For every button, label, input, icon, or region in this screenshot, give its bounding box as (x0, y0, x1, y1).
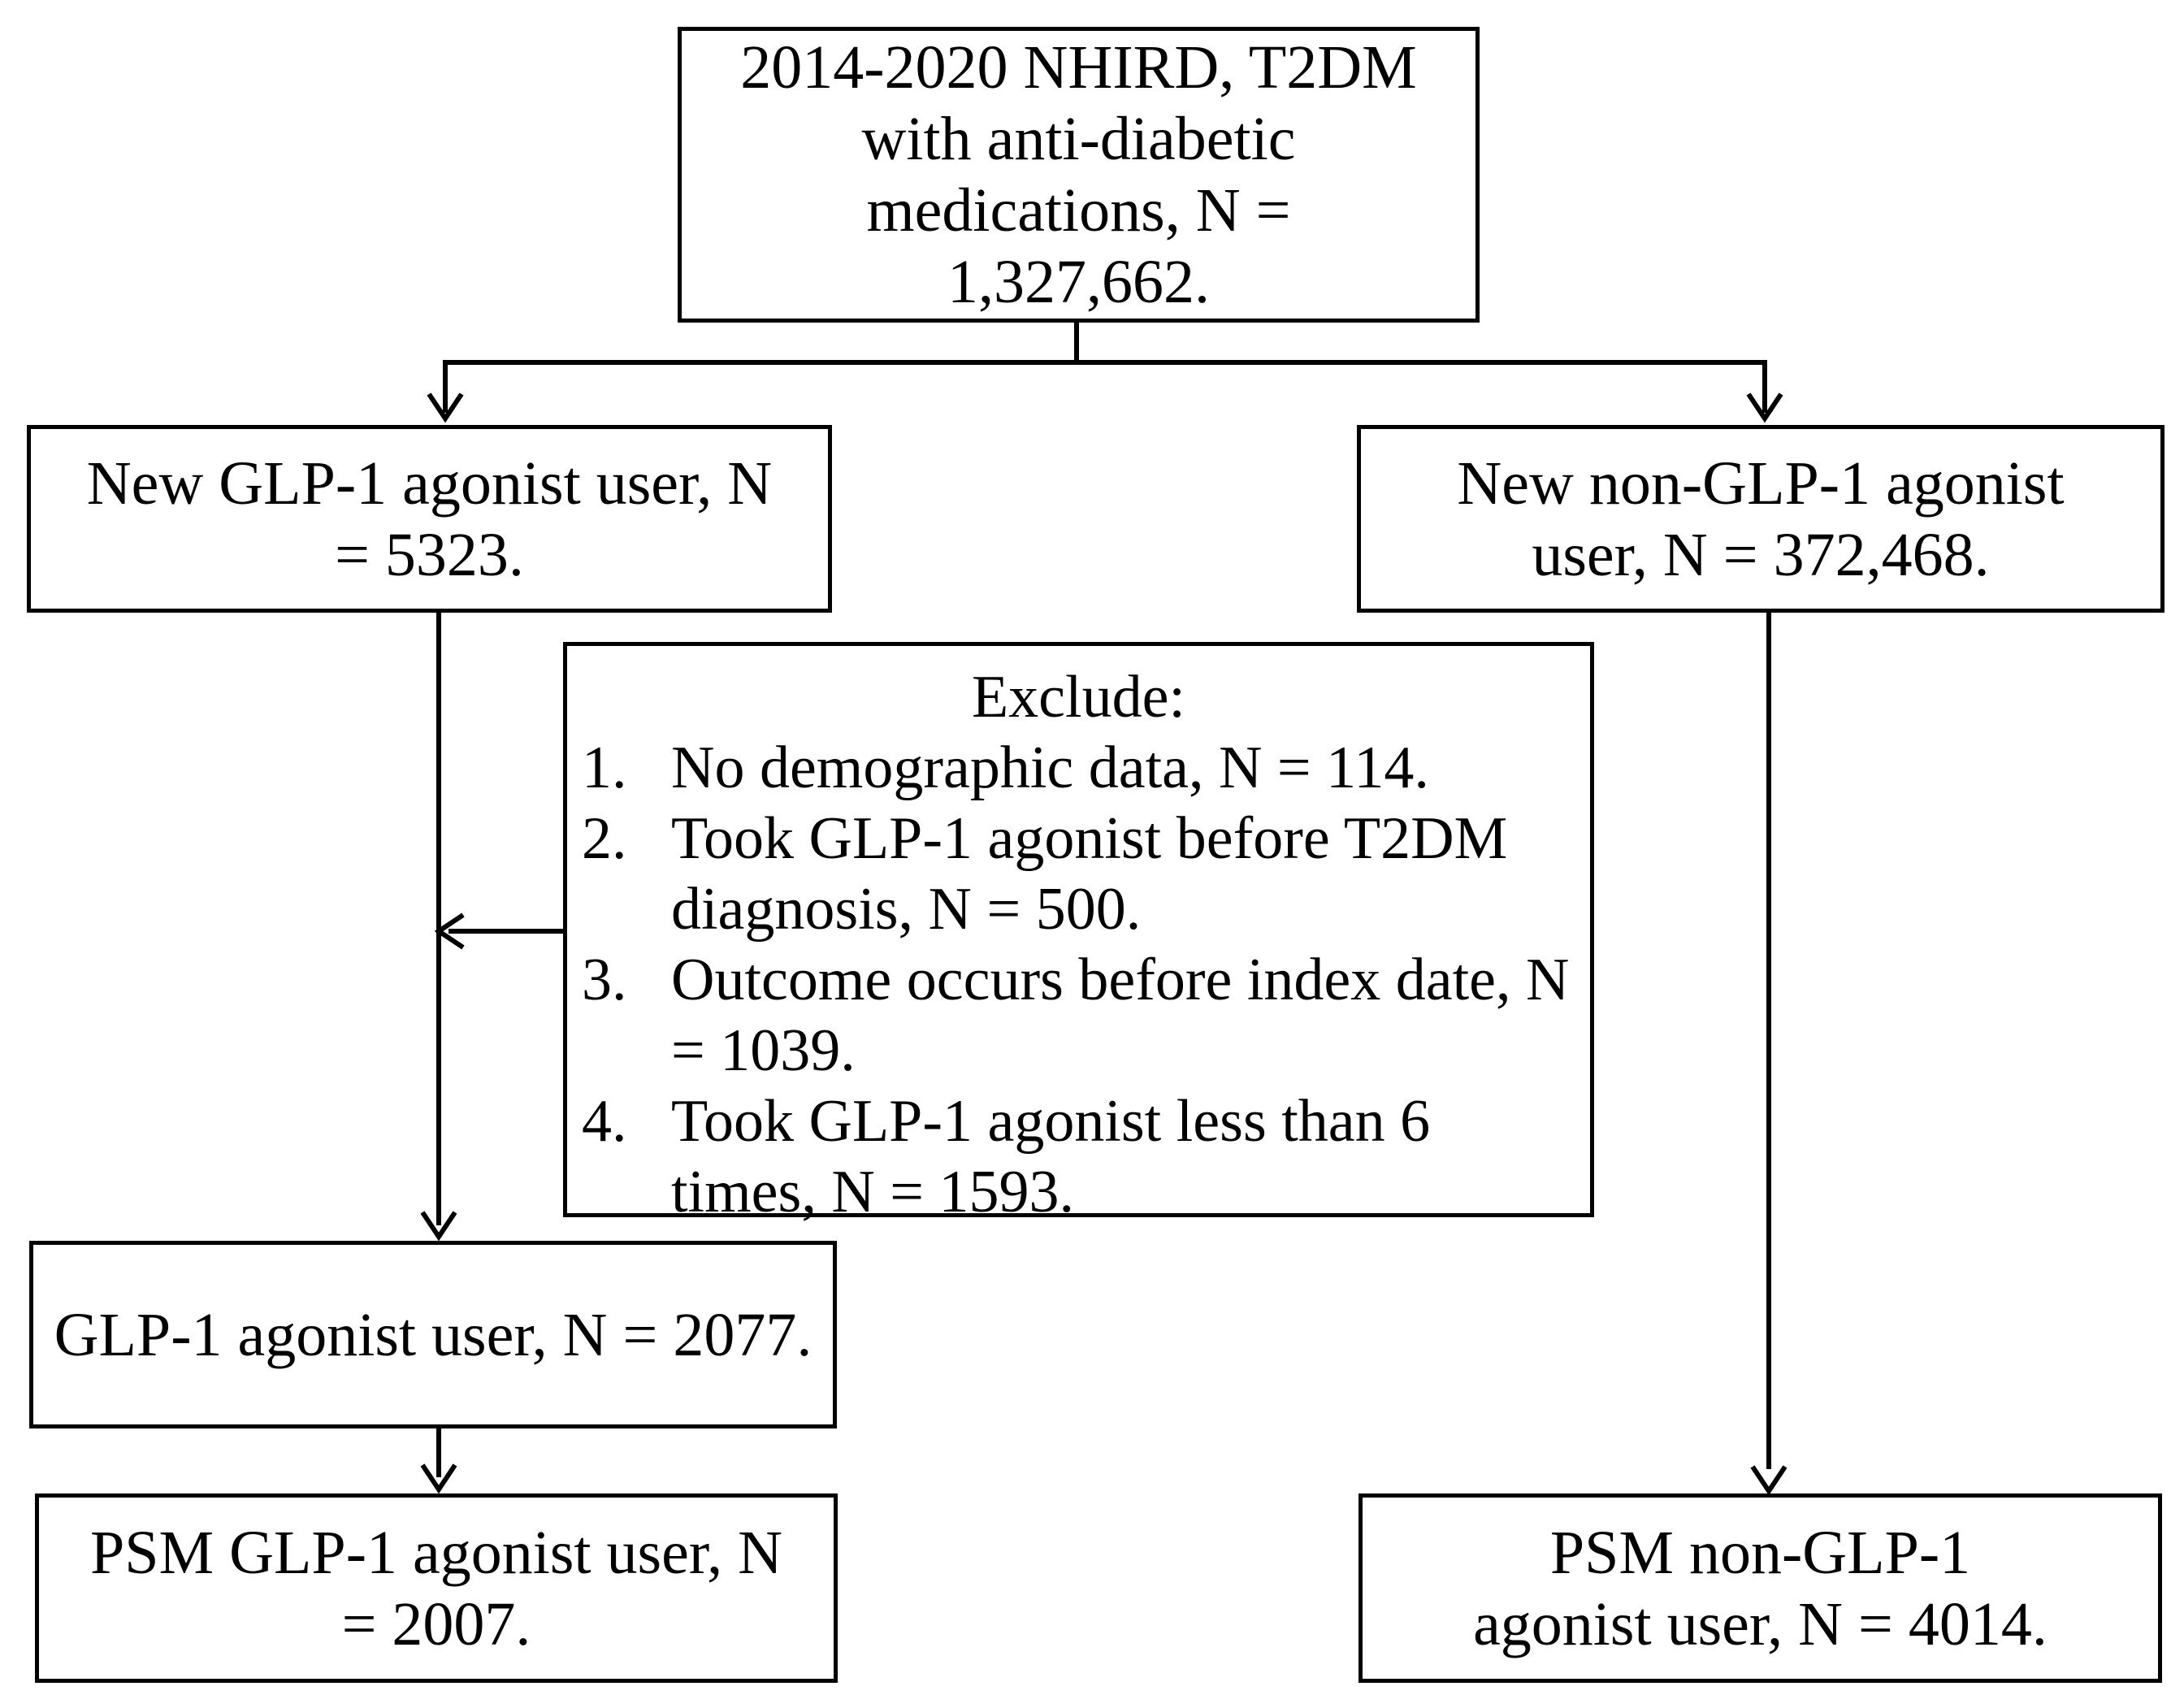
exclusion-item-number: 4. (582, 1088, 627, 1155)
nonglp-new-text: New non-GLP-1 agonist user, N = 372,468. (1457, 449, 2065, 589)
exclusion-item-number: 2. (582, 805, 627, 872)
exclusion-item-text: Took GLP-1 agonist less than 6 times, N … (671, 1088, 1431, 1225)
psm-nonglp-text: PSM non-GLP-1 agonist user, N = 4014. (1473, 1518, 2048, 1658)
root-text: 2014-2020 NHIRD, T2DM with anti-diabetic… (740, 33, 1417, 316)
arrow-exclusion-in (434, 913, 465, 950)
root-box: 2014-2020 NHIRD, T2DM with anti-diabetic… (678, 27, 1480, 323)
arrow-to-psm-glp (420, 1463, 457, 1494)
arrow-to-glp-user (420, 1211, 457, 1242)
psm-glp-box: PSM GLP-1 agonist user, N = 2007. (35, 1493, 838, 1683)
arrow-to-nonglp-new (1746, 392, 1783, 423)
arrow-to-psm-nonglp (1750, 1465, 1788, 1496)
glp-new-text: New GLP-1 agonist user, N = 5323. (86, 449, 773, 589)
exclusion-box: Exclude: 1. No demographic data, N = 114… (563, 642, 1594, 1225)
exclusion-item-text: Took GLP-1 agonist before T2DM diagnosis… (671, 805, 1508, 943)
exclusion-item-number: 1. (582, 735, 627, 801)
glp-new-box: New GLP-1 agonist user, N = 5323. (27, 425, 832, 613)
exclusion-item-number: 3. (582, 947, 627, 1013)
psm-nonglp-box: PSM non-GLP-1 agonist user, N = 4014. (1358, 1493, 2162, 1683)
nonglp-new-box: New non-GLP-1 agonist user, N = 372,468. (1357, 425, 2164, 613)
exclusion-item: 2. Took GLP-1 agonist before T2DM diagno… (582, 804, 1575, 945)
exclusion-title: Exclude: (971, 664, 1185, 730)
exclusion-item-text: No demographic data, N = 114. (671, 735, 1429, 801)
glp-user-text: GLP-1 agonist user, N = 2077. (54, 1300, 812, 1369)
exclusion-item-text: Outcome occurs before index date, N = 10… (671, 947, 1570, 1084)
exclusion-item: 4. Took GLP-1 agonist less than 6 times,… (582, 1086, 1575, 1228)
exclusion-item: 3. Outcome occurs before index date, N =… (582, 945, 1575, 1086)
exclusion-item: 1. No demographic data, N = 114. (582, 733, 1575, 804)
arrow-to-glp-new (427, 392, 464, 423)
glp-user-box: GLP-1 agonist user, N = 2077. (29, 1241, 837, 1428)
psm-glp-text: PSM GLP-1 agonist user, N = 2007. (90, 1518, 782, 1658)
